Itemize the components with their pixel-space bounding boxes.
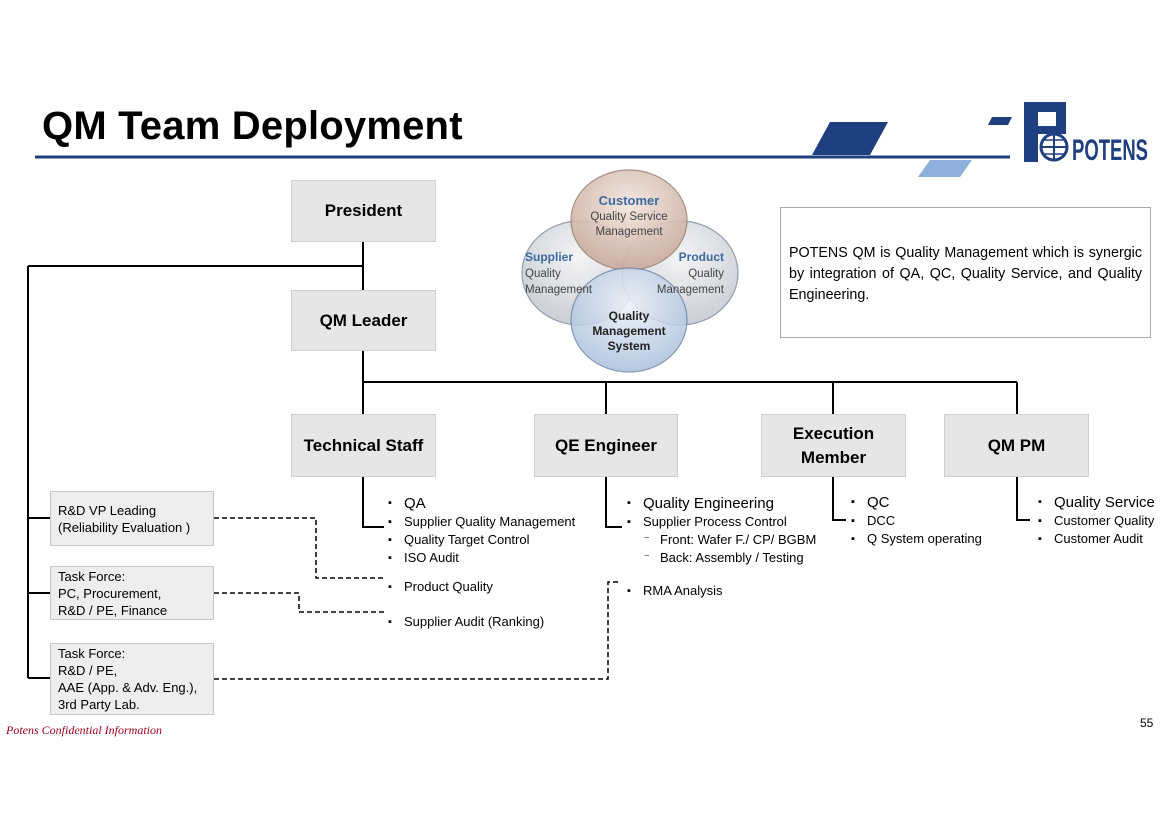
task-force-box-2: Task Force: R&D / PE, AAE (App. & Adv. E… bbox=[50, 643, 214, 715]
svg-text:System: System bbox=[608, 339, 651, 353]
list-item: Quality Target Control bbox=[388, 531, 575, 549]
qms-circle bbox=[570, 267, 688, 373]
product-title: Product bbox=[679, 250, 724, 264]
list-item: QC bbox=[851, 493, 982, 512]
president-box: President bbox=[291, 180, 436, 242]
qm-pm-list: Quality Service Customer Quality Custome… bbox=[1038, 493, 1155, 548]
accent-parallelogram-light bbox=[918, 160, 972, 177]
svg-text:Management: Management bbox=[595, 226, 663, 238]
list-item: RMA Analysis bbox=[627, 582, 722, 600]
list-item: Supplier Audit (Ranking) bbox=[388, 613, 544, 631]
page-number: 55 bbox=[1140, 716, 1154, 730]
technical-staff-extra-2: Supplier Audit (Ranking) bbox=[388, 613, 544, 631]
svg-text:Quality: Quality bbox=[525, 268, 561, 280]
task-force-box-1: Task Force: PC, Procurement, R&D / PE, F… bbox=[50, 566, 214, 620]
rd-vp-box: R&D VP Leading (Reliability Evaluation ) bbox=[50, 491, 214, 546]
svg-text:Quality: Quality bbox=[688, 268, 724, 280]
page-title: QM Team Deployment bbox=[42, 104, 463, 148]
list-item: Product Quality bbox=[388, 578, 493, 596]
list-item: Quality Service bbox=[1038, 493, 1155, 512]
customer-title: Customer bbox=[599, 193, 660, 208]
technical-staff-list: QA Supplier Quality Management Quality T… bbox=[388, 494, 575, 567]
list-item: QA bbox=[388, 494, 575, 513]
svg-text:Management: Management bbox=[525, 284, 593, 296]
supplier-title: Supplier bbox=[525, 250, 573, 264]
execution-member-list: QC DCC Q System operating bbox=[851, 493, 982, 548]
qe-engineer-list: Quality Engineering Supplier Process Con… bbox=[627, 494, 816, 567]
list-item: Q System operating bbox=[851, 530, 982, 548]
qe-engineer-box: QE Engineer bbox=[534, 414, 678, 477]
list-item: Customer Audit bbox=[1038, 530, 1155, 548]
qm-leader-box: QM Leader bbox=[291, 290, 436, 351]
technical-staff-box: Technical Staff bbox=[291, 414, 436, 477]
list-subitem: Back: Assembly / Testing bbox=[627, 549, 816, 567]
logo-mark: POTENS bbox=[1024, 102, 1148, 167]
svg-text:POTENS: POTENS bbox=[1072, 134, 1148, 166]
list-item: ISO Audit bbox=[388, 549, 575, 567]
list-item: DCC bbox=[851, 512, 982, 530]
list-item: Supplier Process Control bbox=[627, 513, 816, 531]
description-box: POTENS QM is Quality Management which is… bbox=[780, 207, 1151, 338]
execution-member-box: Execution Member bbox=[761, 414, 906, 477]
accent-parallelogram-dark bbox=[812, 122, 888, 155]
accent-dash bbox=[988, 117, 1012, 125]
svg-text:Management: Management bbox=[657, 284, 725, 296]
confidential-footer: Potens Confidential Information bbox=[6, 723, 162, 737]
technical-staff-extra-1: Product Quality bbox=[388, 578, 493, 596]
list-item: Customer Quality bbox=[1038, 512, 1155, 530]
list-item: Supplier Quality Management bbox=[388, 513, 575, 531]
quality-venn-diagram: Customer Quality Service Management Supp… bbox=[521, 169, 739, 373]
list-item: Quality Engineering bbox=[627, 494, 816, 513]
potens-logo: POTENS bbox=[1022, 100, 1152, 167]
svg-text:Quality Service: Quality Service bbox=[590, 211, 667, 223]
qms-title: Quality bbox=[609, 309, 650, 323]
list-subitem: Front: Wafer F./ CP/ BGBM bbox=[627, 531, 816, 549]
qm-pm-box: QM PM bbox=[944, 414, 1089, 477]
svg-text:Management: Management bbox=[592, 324, 665, 338]
header-decoration bbox=[35, 117, 1012, 177]
qe-engineer-extra: RMA Analysis bbox=[627, 582, 722, 600]
